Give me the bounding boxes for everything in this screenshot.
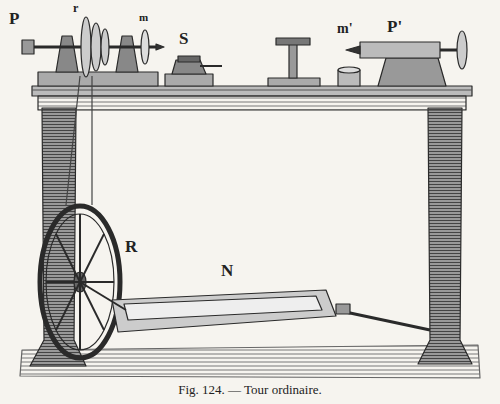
spoke [80,281,114,283]
face-plate [141,30,149,64]
part-letter: m [138,12,149,24]
spindle-end [22,40,34,54]
part-letter: S [178,30,189,48]
part-letter: R [124,238,138,256]
rest-post [289,44,297,78]
rest-bar [276,38,310,45]
spoke [79,214,81,282]
spoke [56,234,80,282]
tailstock-barrel [360,42,440,58]
spoke [56,282,80,330]
part-letter: N [220,262,234,280]
headstock-upright [56,36,78,72]
part-letter: m' [336,22,354,37]
spoke [46,281,80,283]
slide-rest [165,74,213,86]
tailstock-point [346,46,360,54]
left-leg [30,108,86,366]
spoke [79,282,81,350]
part-letter: P [8,10,20,28]
belt [66,76,80,205]
floor [20,345,480,378]
rest-base [268,78,320,86]
bench-apron [38,96,466,110]
treadle [112,290,336,332]
tailstock-body [378,58,446,86]
crank-rod [80,282,126,310]
spindle-point [156,44,164,50]
handwheel [457,31,467,69]
headstock-base [38,72,158,86]
part-letter: r [72,2,79,15]
part-letter: P' [386,18,403,36]
cone-pulley [81,17,91,77]
belt [91,76,92,205]
figure-caption: Fig. 124. — Tour ordinaire. [0,382,500,398]
headstock-upright [116,36,138,72]
spoke [80,234,104,282]
bench-top [32,86,472,96]
right-leg [418,108,472,364]
